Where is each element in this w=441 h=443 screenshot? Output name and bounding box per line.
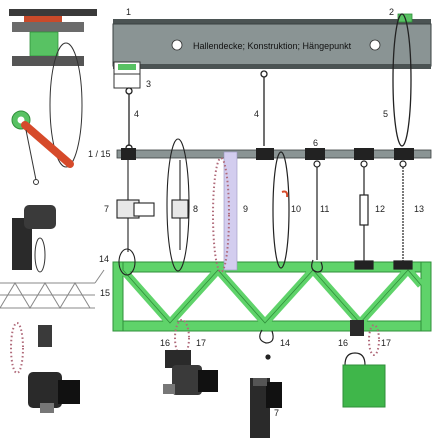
label-14-left: 14 (99, 254, 109, 264)
label-9: 9 (243, 204, 248, 214)
beam-clamp (113, 61, 141, 95)
label-2: 2 (389, 7, 394, 17)
beam-bolt-hole-right (369, 39, 381, 51)
label-14-bottom: 14 (280, 338, 290, 348)
spot-lamp-left (163, 319, 218, 395)
label-11: 11 (320, 204, 329, 214)
detail-truss (0, 269, 105, 309)
dotted-sling-9 (212, 157, 230, 273)
detail-lamp-bottom (10, 322, 80, 413)
label-16-left: 16 (160, 338, 170, 348)
chain-13 (393, 160, 413, 270)
number-labels: 1 2 3 4 4 5 6 1 / 15 7 8 9 10 11 12 13 1… (88, 7, 424, 418)
label-13: 13 (414, 204, 424, 214)
beam-label: Hallendecke; Konstruktion; Hängepunkt (193, 41, 352, 51)
detail-top-clamp (9, 9, 97, 168)
label-17-left: 17 (196, 338, 206, 348)
green-truss (112, 261, 432, 332)
label-8: 8 (193, 204, 198, 214)
label-17-right: 17 (381, 338, 391, 348)
label-12: 12 (375, 204, 385, 214)
label-6: 6 (313, 138, 318, 148)
ceiling-beam: Hallendecke; Konstruktion; Hängepunkt (112, 19, 432, 69)
chain-hoist-7 (116, 160, 155, 276)
label-16-right: 16 (338, 338, 348, 348)
detail-red-lever (11, 110, 74, 185)
label-4-left: 4 (134, 109, 139, 119)
label-1-15: 1 / 15 (88, 149, 111, 159)
green-box (342, 364, 386, 408)
label-1: 1 (126, 7, 131, 17)
shackle-wire-11 (311, 160, 323, 273)
spot-lamp-7 (250, 378, 282, 438)
intermediate-bar (116, 148, 432, 160)
chain-hoist-8 (166, 138, 190, 272)
label-15: 15 (100, 288, 110, 298)
label-4-mid: 4 (254, 109, 259, 119)
beam-bolt-hole-left (171, 39, 183, 51)
turnbuckle-12 (354, 160, 374, 270)
label-5: 5 (383, 109, 388, 119)
round-sling-10 (272, 151, 290, 269)
label-3: 3 (146, 79, 151, 89)
detail-lamp-top (12, 205, 56, 273)
label-10: 10 (291, 204, 301, 214)
wire-slings (125, 13, 412, 152)
clamp-14 (259, 329, 274, 360)
spot-lamp-right (342, 320, 386, 408)
label-7-top: 7 (104, 204, 109, 214)
label-7-bottom: 7 (274, 408, 279, 418)
